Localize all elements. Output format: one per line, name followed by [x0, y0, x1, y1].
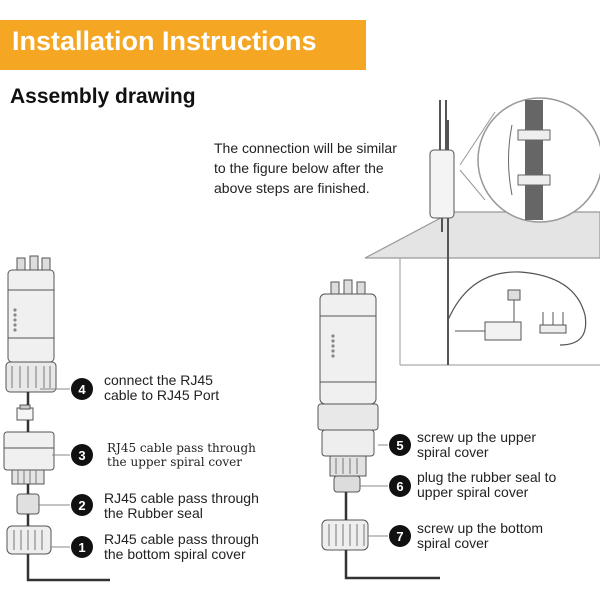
step-7-label: screw up the bottom spiral cover	[417, 521, 543, 551]
step-number: 4	[78, 382, 86, 397]
step-label-line: RJ45 cable pass through	[107, 441, 256, 455]
right-device-assembly	[317, 279, 440, 580]
step-label-line: the bottom spiral cover	[104, 546, 246, 562]
indoor-network-equipment	[447, 271, 587, 346]
step-label-line: connect the RJ45	[104, 372, 213, 388]
section-subtitle: Assembly drawing	[10, 85, 196, 108]
page-title: Installation Instructions	[12, 26, 317, 56]
step-1-label: RJ45 cable pass through the bottom spira…	[104, 532, 259, 562]
step-label-line: screw up the upper	[417, 429, 537, 445]
title-banner: Installation Instructions	[0, 20, 366, 70]
step-number: 3	[78, 448, 85, 463]
house-illustration	[364, 211, 600, 366]
step-number: 6	[396, 479, 403, 494]
step-2-label: RJ45 cable pass through the Rubber seal	[104, 491, 259, 521]
step-4-label: connect the RJ45 cable to RJ45 Port	[104, 373, 219, 403]
step-label-line: screw up the bottom	[417, 520, 544, 536]
step-label-line: spiral cover	[417, 444, 489, 460]
leader-lines	[38, 388, 388, 548]
step-label-line: cable to RJ45 Port	[104, 387, 220, 403]
step-marker-2: 2	[71, 494, 93, 516]
step-marker-7: 7	[389, 525, 411, 547]
step-marker-3: 3	[71, 444, 93, 466]
step-number: 1	[78, 540, 85, 555]
step-marker-6: 6	[389, 475, 411, 497]
note-line: to the figure below after the	[214, 160, 384, 176]
step-label-line: the upper spiral cover	[107, 455, 242, 469]
step-label-line: spiral cover	[417, 535, 489, 551]
step-label-line: plug the rubber seal to	[417, 469, 557, 485]
step-label-line: RJ45 cable pass through	[104, 490, 259, 506]
step-6-label: plug the rubber seal to upper spiral cov…	[417, 470, 556, 500]
note-line: The connection will be similar	[214, 140, 397, 156]
connection-note: The connection will be similar to the fi…	[214, 138, 424, 198]
step-number: 5	[396, 438, 403, 453]
note-line: above steps are finished.	[214, 180, 370, 196]
left-device-assembly	[3, 255, 110, 582]
step-marker-5: 5	[389, 434, 411, 456]
step-3-label: RJ45 cable pass through the upper spiral…	[107, 441, 256, 469]
mounted-access-point	[429, 100, 455, 365]
step-marker-4: 4	[71, 378, 93, 400]
zoom-callout	[459, 97, 600, 223]
step-label-line: RJ45 cable pass through	[104, 531, 259, 547]
step-number: 2	[78, 498, 85, 513]
step-label-line: upper spiral cover	[417, 484, 529, 500]
step-5-label: screw up the upper spiral cover	[417, 430, 536, 460]
step-marker-1: 1	[71, 536, 93, 558]
step-label-line: the Rubber seal	[104, 505, 203, 521]
step-number: 7	[396, 529, 403, 544]
